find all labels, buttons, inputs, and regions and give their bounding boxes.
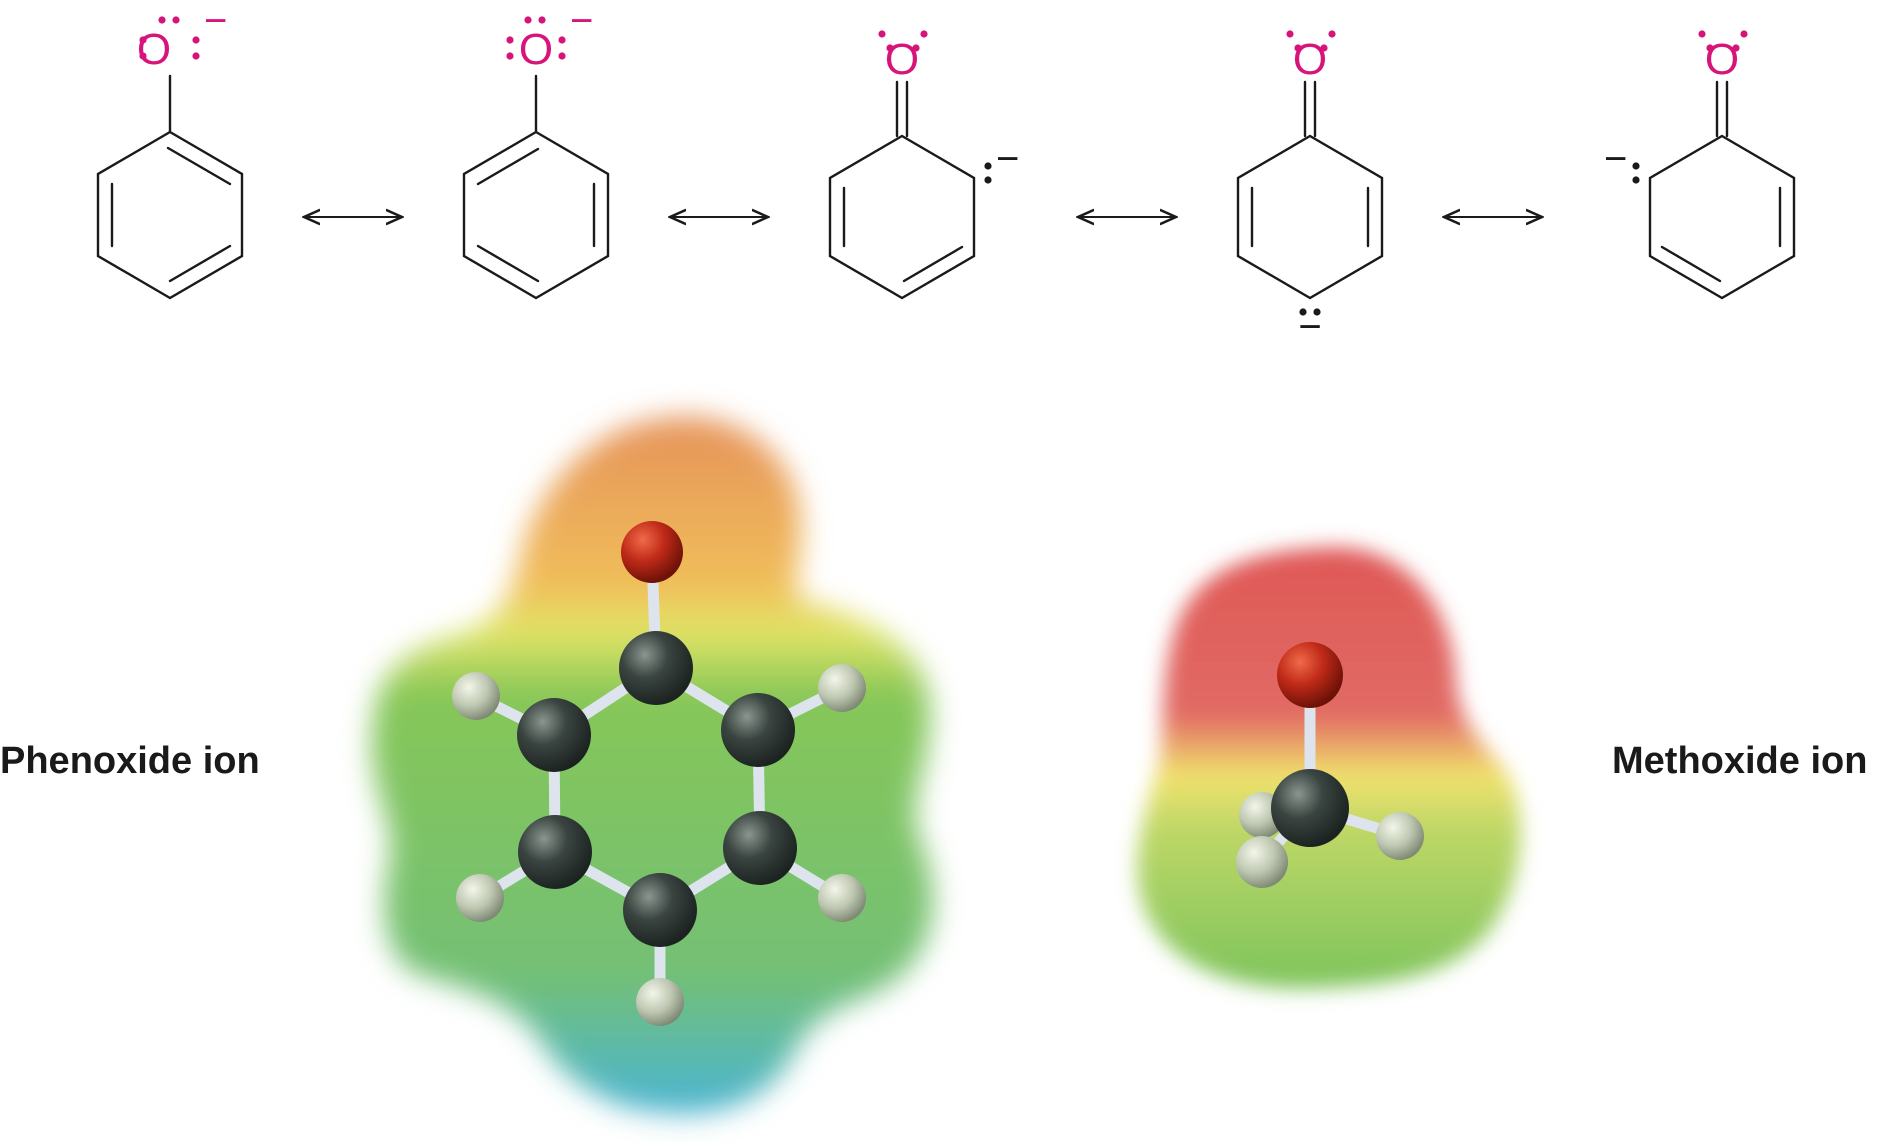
oxygen-symbol: O: [137, 25, 171, 74]
resonance-structure-2: O −: [462, 0, 610, 300]
carbanion-lone-pair: [984, 162, 992, 184]
ring-bonds: [828, 80, 976, 300]
oxygen-symbol: O: [1705, 35, 1739, 84]
negative-charge: −: [570, 0, 593, 43]
hydrogen-atom: [636, 978, 684, 1026]
oxygen-symbol: O: [519, 25, 553, 74]
hydrogen-atom: [456, 874, 504, 922]
ring-bonds: [462, 74, 610, 300]
lone-pair-dots: [506, 16, 566, 60]
lone-pair-dots: [878, 30, 928, 52]
methoxide-electrostatic-map: [1137, 547, 1521, 989]
oxygen-atom: [1277, 642, 1343, 708]
carbon-atom: [518, 815, 592, 889]
carbanion-lone-pair: [1632, 162, 1640, 184]
hydrogen-atom: [452, 672, 500, 720]
carbon-atom: [1271, 769, 1349, 847]
oxygen-atom: [621, 521, 683, 583]
carbanion-lone-pair: [1299, 308, 1321, 316]
hydrogen-atom: [1236, 836, 1288, 888]
resonance-structure-1: O −: [96, 0, 244, 300]
negative-charge: −: [1604, 137, 1627, 181]
negative-charge: −: [204, 0, 227, 43]
lone-pair-dots: [1698, 30, 1748, 52]
lone-pair-dots: [139, 16, 200, 60]
ring-bonds: [1236, 80, 1384, 300]
hydrogen-atom: [1376, 812, 1424, 860]
phenoxide-electrostatic-map: [371, 416, 933, 1114]
carbon-atom: [619, 631, 693, 705]
carbon-atom: [723, 811, 797, 885]
negative-charge: −: [1298, 305, 1321, 349]
carbon-atom: [721, 693, 795, 767]
ring-bonds: [96, 74, 244, 300]
oxygen-symbol: O: [885, 35, 919, 84]
carbon-atom: [517, 698, 591, 772]
resonance-structure-5: O −: [1604, 30, 1796, 300]
hydrogen-atom: [818, 874, 866, 922]
ring-bonds: [1648, 80, 1796, 300]
negative-charge: −: [996, 137, 1019, 181]
resonance-structure-3: O −: [828, 30, 1019, 300]
carbon-atom: [623, 873, 697, 947]
methoxide-label: Methoxide ion: [1612, 740, 1868, 782]
hydrogen-atom: [818, 664, 866, 712]
lone-pair-dots: [1286, 30, 1336, 52]
phenoxide-label: Phenoxide ion: [0, 740, 260, 782]
oxygen-symbol: O: [1293, 35, 1327, 84]
resonance-structure-4: O −: [1236, 30, 1384, 349]
